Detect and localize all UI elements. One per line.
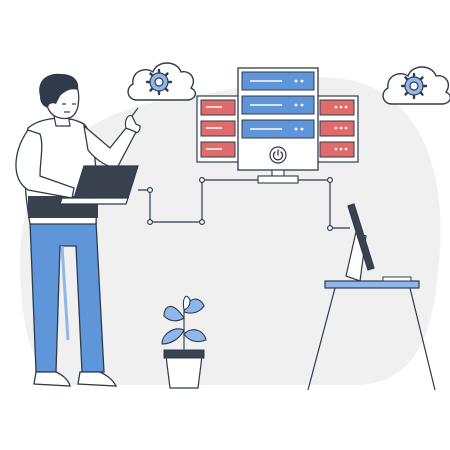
desk-with-monitor	[307, 203, 436, 391]
server-side-right	[315, 95, 359, 163]
cloud-gear-icon	[127, 62, 197, 101]
potted-plant	[161, 295, 207, 389]
person-with-laptop	[15, 73, 141, 387]
network-connections	[138, 177, 350, 232]
server-side-left	[196, 95, 240, 163]
server-rack	[196, 67, 359, 184]
power-icon	[269, 146, 287, 164]
cloud-gear-icon	[382, 66, 450, 105]
